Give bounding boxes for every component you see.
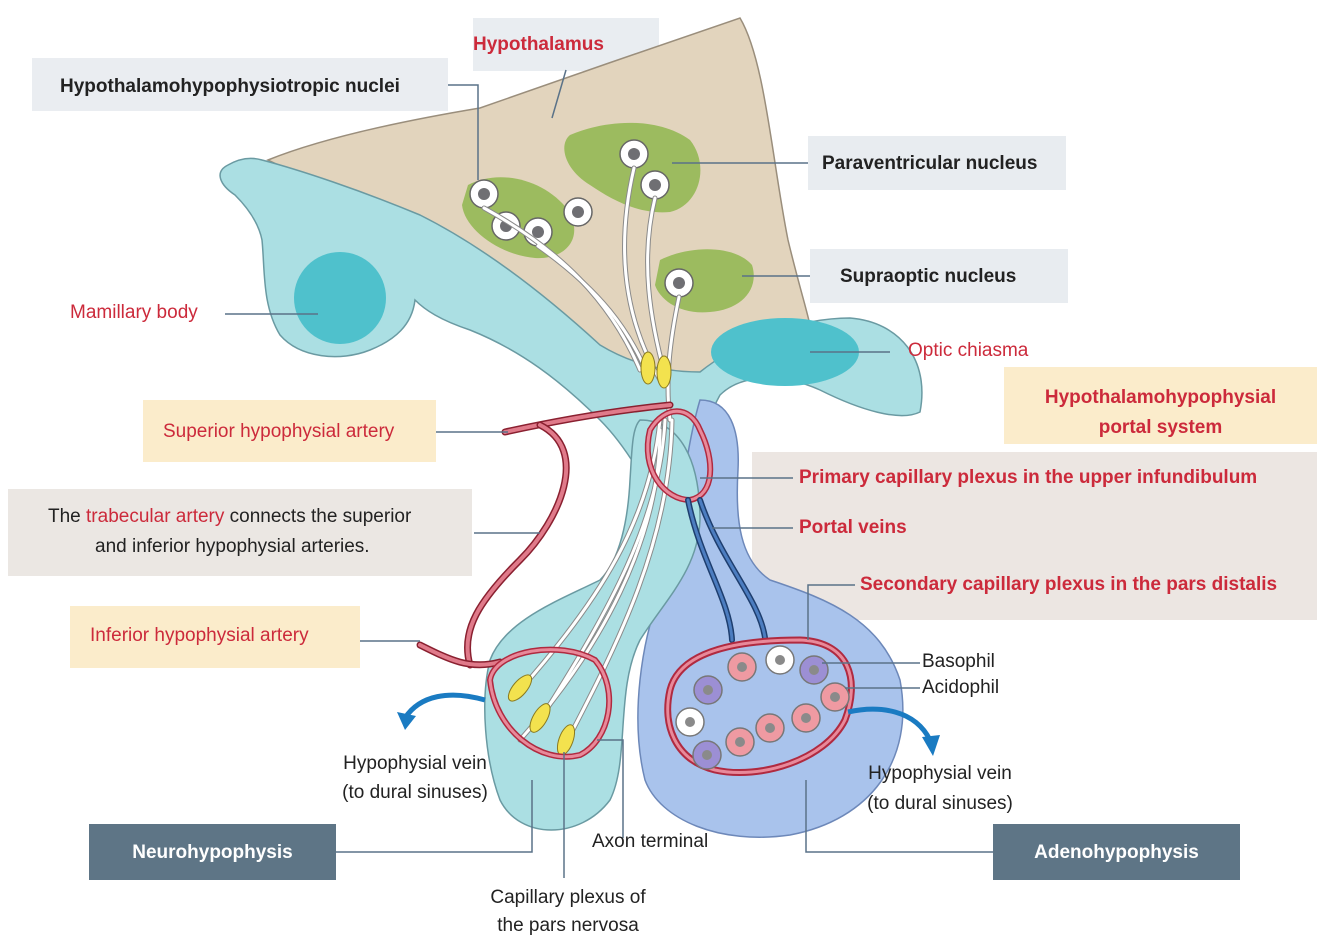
neuron-nucleus [572, 206, 584, 218]
trabecular-label-line1: The trabecular artery connects the super… [48, 505, 411, 529]
mamillary-body-label: Mamillary body [70, 301, 198, 325]
portal-veins-label: Portal veins [799, 516, 907, 540]
capillary-plexus-label-line1: Capillary plexus of [468, 886, 668, 910]
axon-terminal-label: Axon terminal [592, 830, 708, 854]
left-vein-label-line2: (to dural sinuses) [320, 781, 510, 805]
left-arrow-head [397, 712, 416, 730]
trabecular-label-line2: and inferior hypophysial arteries. [95, 535, 370, 559]
trabecular-prefix: The [48, 506, 86, 527]
left-vein-label-line1: Hypophysial vein [320, 752, 510, 776]
left-outflow-arrow [405, 695, 485, 718]
right-vein-label-line1: Hypophysial vein [845, 762, 1035, 786]
acidophil-label: Acidophil [922, 676, 999, 700]
paraventricular-nucleus-label: Paraventricular nucleus [822, 152, 1037, 176]
adenohypophysis-label: Adenohypophysis [993, 841, 1240, 865]
hypophysiotropic-nuclei-label: Hypothalamohypophysiotropic nuclei [60, 75, 400, 99]
primary-plexus-label: Primary capillary plexus in the upper in… [799, 466, 1257, 490]
right-arrow-head [922, 735, 940, 756]
secondary-plexus-label: Secondary capillary plexus in the pars d… [860, 573, 1277, 597]
neuron-nucleus [649, 179, 661, 191]
superior-artery-label: Superior hypophysial artery [163, 420, 394, 444]
neuron-nucleus [628, 148, 640, 160]
trabecular-suffix: connects the superior [224, 506, 411, 527]
hypothalamus-label: Hypothalamus [473, 33, 659, 57]
neuron-nucleus [478, 188, 490, 200]
inferior-artery-label: Inferior hypophysial artery [90, 624, 309, 648]
mamillary-core [294, 252, 386, 344]
neuron-nucleus [673, 277, 685, 289]
trabecular-box [8, 489, 472, 576]
basophil-label: Basophil [922, 650, 995, 674]
right-vein-label-line2: (to dural sinuses) [845, 792, 1035, 816]
neuron-nucleus [532, 226, 544, 238]
portal-system-label-line2: portal system [1004, 416, 1317, 440]
supraoptic-nucleus-label: Supraoptic nucleus [840, 265, 1016, 289]
optic-chiasma-label: Optic chiasma [908, 339, 1028, 363]
portal-system-label-line1: Hypothalamohypophysial [1004, 386, 1317, 410]
capillary-plexus-label-line2: the pars nervosa [468, 914, 668, 938]
trabecular-term: trabecular artery [86, 506, 224, 527]
neurohypophysis-label: Neurohypophysis [89, 841, 336, 865]
